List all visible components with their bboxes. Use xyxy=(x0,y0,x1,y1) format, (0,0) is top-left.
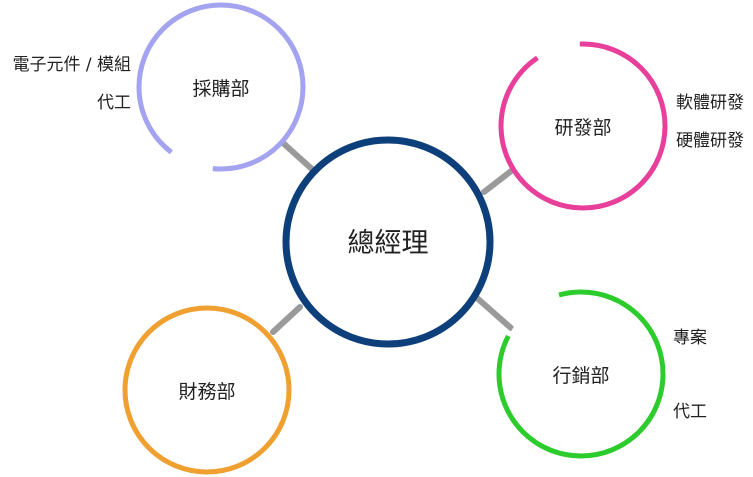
connector-finance xyxy=(270,304,303,335)
purchasing-item-components: 電子元件 / 模組 xyxy=(12,55,131,75)
purchasing-item-oem: 代工 xyxy=(97,93,131,113)
connector-sales xyxy=(474,295,514,331)
department-finance: 財務部 xyxy=(122,305,292,475)
rnd-item-software: 軟體研發 xyxy=(676,93,744,113)
finance-label: 財務部 xyxy=(178,381,235,403)
connector-rnd xyxy=(481,165,518,195)
department-rnd: 研發部 軟體研發 硬體研發 xyxy=(498,41,744,211)
center-node-circle xyxy=(282,136,494,348)
purchasing-circle xyxy=(136,2,306,172)
finance-circle xyxy=(122,305,292,475)
connector-purchasing xyxy=(280,140,316,173)
sales-label: 行銷部 xyxy=(552,365,609,387)
department-purchasing: 採購部 電子元件 / 模組 代工 xyxy=(12,2,306,172)
rnd-item-hardware: 硬體研發 xyxy=(676,131,744,151)
center-node: 總經理 xyxy=(282,136,494,348)
purchasing-label: 採購部 xyxy=(192,78,249,100)
sales-circle xyxy=(496,289,666,459)
rnd-circle xyxy=(498,41,668,211)
center-node-label: 總經理 xyxy=(348,228,429,259)
sales-item-project: 專案 xyxy=(673,328,707,348)
department-sales: 行銷部 專案 代工 xyxy=(496,289,707,459)
rnd-label: 研發部 xyxy=(554,117,611,139)
sales-item-oem: 代工 xyxy=(673,402,707,422)
